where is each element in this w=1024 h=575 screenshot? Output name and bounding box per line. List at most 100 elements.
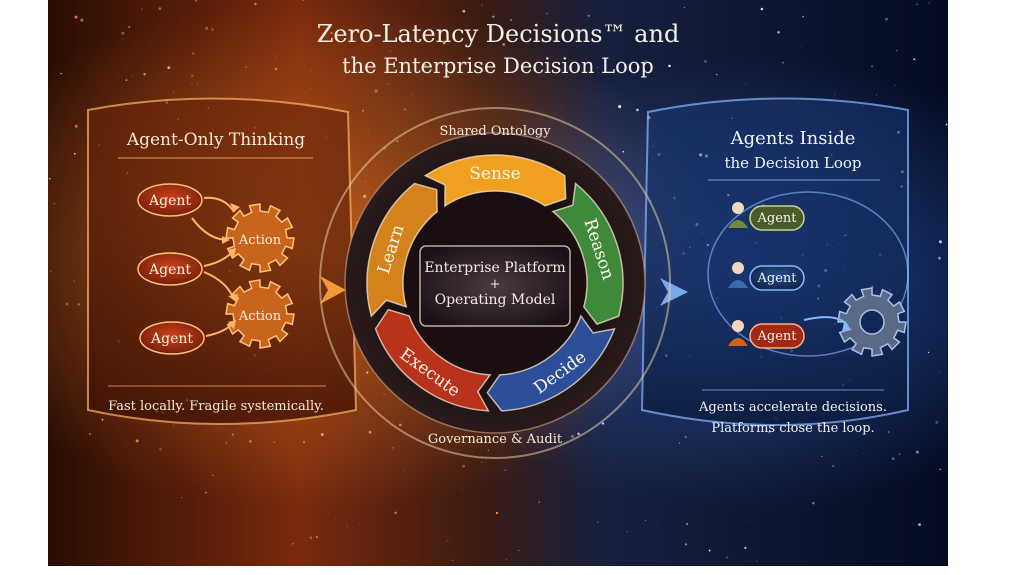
star bbox=[374, 89, 378, 93]
star bbox=[640, 41, 642, 43]
star bbox=[132, 75, 133, 77]
star bbox=[898, 453, 901, 456]
star bbox=[626, 531, 628, 532]
right-agent-1-head-icon bbox=[732, 202, 744, 214]
right-agent-1-body-icon bbox=[728, 220, 748, 228]
star bbox=[885, 17, 888, 21]
star bbox=[178, 549, 180, 551]
star bbox=[192, 52, 195, 55]
star bbox=[190, 84, 193, 86]
left-agent-3: Agent bbox=[139, 321, 205, 355]
arrowhead-3 bbox=[228, 248, 236, 258]
governance-label: Governance & Audit bbox=[428, 432, 563, 447]
arrow-agent1-action1 bbox=[203, 196, 235, 213]
star bbox=[668, 64, 671, 68]
star bbox=[938, 372, 940, 374]
title-line-1: Zero-Latency Decisions™ and bbox=[317, 20, 680, 48]
star bbox=[481, 461, 483, 463]
left-agent-1-pill bbox=[137, 183, 203, 217]
star bbox=[387, 83, 390, 85]
star bbox=[309, 536, 313, 540]
star bbox=[863, 452, 865, 454]
star bbox=[782, 62, 784, 64]
star bbox=[538, 501, 540, 503]
star bbox=[143, 73, 146, 76]
star bbox=[64, 562, 66, 563]
star bbox=[310, 87, 312, 89]
arrowhead-5 bbox=[228, 320, 236, 330]
right-agent-2-head-icon bbox=[732, 262, 744, 274]
core-box bbox=[419, 245, 571, 327]
loop-segment-decide bbox=[486, 314, 616, 412]
star bbox=[678, 442, 680, 444]
left-gear-1-icon bbox=[225, 203, 295, 273]
star bbox=[364, 181, 366, 183]
loop-segment-execute bbox=[374, 308, 492, 412]
star bbox=[276, 55, 277, 57]
left-panel: Agent-Only Thinking Agent Agent Agent Ac… bbox=[87, 97, 358, 425]
left-agent-1-label: Agent bbox=[148, 193, 191, 209]
star bbox=[821, 456, 823, 458]
star bbox=[597, 66, 599, 69]
right-agent-1-label: Agent bbox=[757, 211, 798, 226]
center-to-right-arrowhead bbox=[660, 278, 688, 306]
star bbox=[896, 49, 898, 52]
right-caption-line-2: Platforms close the loop. bbox=[711, 421, 874, 436]
star bbox=[533, 28, 536, 31]
center-loop: Shared Ontology Governance & Audit Sense… bbox=[319, 107, 671, 459]
star bbox=[546, 12, 548, 15]
star bbox=[644, 59, 648, 64]
right-agent-2-label: Agent bbox=[757, 271, 798, 286]
star bbox=[172, 424, 175, 427]
right-agent-2-body-icon bbox=[728, 280, 748, 288]
star bbox=[684, 543, 688, 546]
arrowhead-1 bbox=[230, 203, 240, 212]
loop-segment-learn bbox=[366, 182, 438, 318]
star bbox=[516, 126, 518, 127]
star bbox=[510, 19, 512, 21]
loop-label-sense: Sense bbox=[469, 164, 520, 184]
star bbox=[302, 441, 306, 444]
star bbox=[291, 542, 294, 545]
star bbox=[726, 556, 729, 559]
star bbox=[768, 430, 771, 434]
star bbox=[367, 129, 369, 132]
left-panel-caption: Fast locally. Fragile systemically. bbox=[108, 399, 324, 414]
star bbox=[708, 549, 711, 552]
star bbox=[65, 302, 69, 306]
loop-segment-reason bbox=[551, 182, 624, 326]
star bbox=[938, 240, 942, 244]
star bbox=[636, 108, 639, 112]
star bbox=[460, 524, 461, 526]
left-action-1-label: Action bbox=[238, 233, 282, 248]
star bbox=[462, 9, 466, 13]
right-agent-2-pill bbox=[749, 265, 805, 291]
star bbox=[645, 519, 647, 521]
star bbox=[53, 202, 56, 205]
star bbox=[916, 3, 918, 6]
star bbox=[586, 59, 587, 61]
star bbox=[205, 491, 207, 494]
star bbox=[894, 84, 896, 87]
star bbox=[74, 15, 78, 19]
star bbox=[404, 108, 406, 111]
star bbox=[744, 546, 747, 550]
star bbox=[159, 447, 163, 451]
star bbox=[181, 496, 183, 498]
star bbox=[760, 7, 764, 11]
star bbox=[125, 79, 128, 81]
star bbox=[587, 14, 590, 17]
right-agent-3-label: Agent bbox=[757, 329, 798, 344]
star bbox=[491, 28, 494, 31]
right-heading-line-2: the Decision Loop bbox=[724, 154, 861, 172]
star bbox=[343, 25, 345, 27]
right-agent-2: Agent bbox=[728, 262, 805, 291]
loop-segments bbox=[366, 154, 624, 412]
star bbox=[274, 67, 278, 71]
star bbox=[128, 26, 131, 28]
star bbox=[225, 442, 228, 444]
right-heading-line-1: Agents Inside bbox=[730, 128, 856, 149]
shared-ontology-label: Shared Ontology bbox=[439, 124, 551, 139]
star bbox=[939, 468, 942, 471]
star bbox=[211, 27, 214, 31]
